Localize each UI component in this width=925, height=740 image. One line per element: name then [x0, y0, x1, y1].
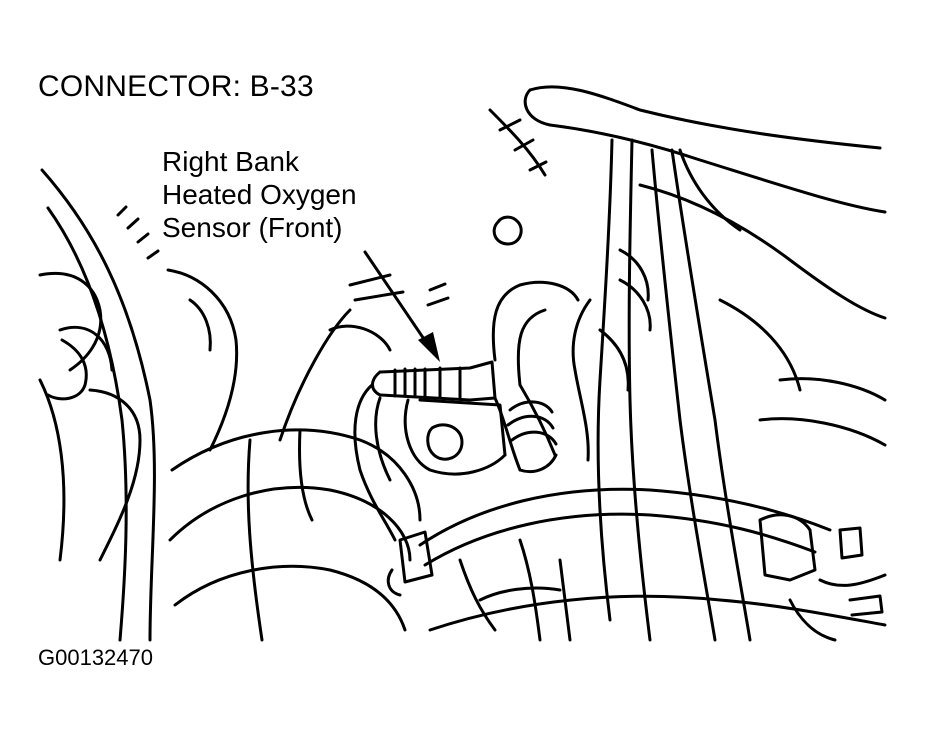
lower-crossing-pipe	[386, 487, 887, 642]
callout-arrow	[363, 250, 440, 362]
upper-hose	[488, 85, 887, 320]
connector-title: CONNECTOR: B-33	[38, 70, 314, 103]
right-engine-block	[718, 298, 887, 642]
oxygen-sensor	[353, 360, 497, 542]
left-hose-group	[38, 168, 239, 642]
mounting-bracket	[403, 398, 507, 476]
connector-hose	[426, 215, 580, 474]
callout-line-2: Heated Oxygen	[162, 179, 357, 210]
callout-line-3: Sensor (Front)	[162, 212, 343, 243]
callout-line-1: Right Bank	[162, 146, 299, 177]
vertical-hoses	[571, 138, 752, 642]
figure-id: G00132470	[38, 645, 153, 670]
exhaust-manifold	[168, 273, 422, 642]
component-callout-label: Right Bank Heated Oxygen Sensor (Front)	[162, 145, 357, 244]
